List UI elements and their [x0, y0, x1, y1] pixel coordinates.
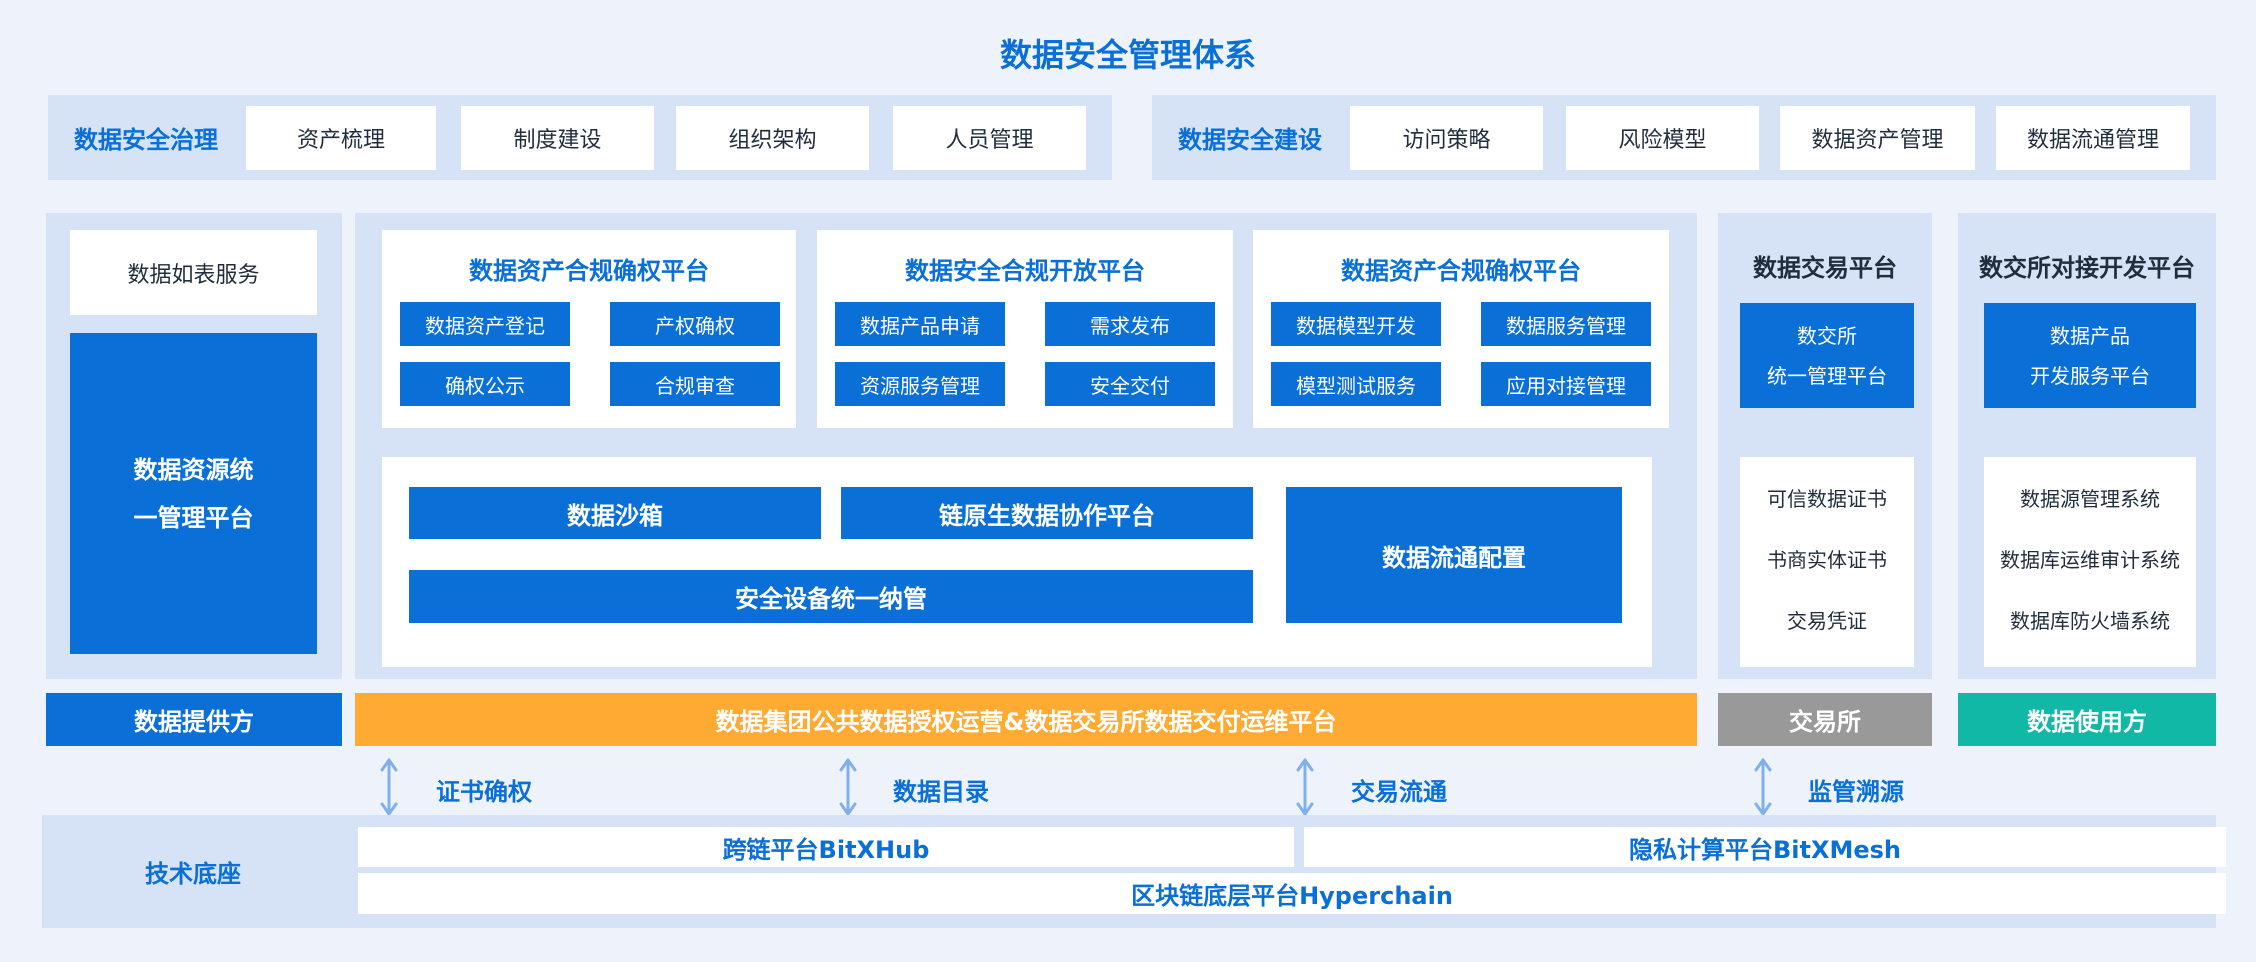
dev-system-item: 数据库防火墙系统 — [2010, 608, 2170, 633]
exchange-platform-box: 数交所 统一管理平台 — [1740, 303, 1914, 408]
platform-title: 数据资产合规确权平台 — [469, 256, 709, 285]
exchange-cert-item: 交易凭证 — [1787, 608, 1867, 633]
governance-label: 数据安全治理 — [74, 126, 218, 154]
construction-item: 风险模型 — [1566, 106, 1759, 170]
construction-panel: 数据安全建设 访问策略 风险模型 数据资产管理 数据流通管理 — [1152, 95, 2216, 180]
dev-title: 数交所对接开发平台 — [1979, 253, 2195, 282]
platform-item: 数据模型开发 — [1271, 302, 1441, 346]
user-footer: 数据使用方 — [1958, 693, 2216, 746]
platform-item: 合规审查 — [610, 362, 780, 406]
governance-panel: 数据安全治理 资产梳理 制度建设 组织架构 人员管理 — [48, 95, 1112, 180]
platform-item: 应用对接管理 — [1481, 362, 1651, 406]
resource-platform-box: 数据资源统 一管理平台 — [70, 333, 317, 654]
platform-title: 数据资产合规确权平台 — [1341, 256, 1581, 285]
device-mgmt-box: 安全设备统一纳管 — [409, 570, 1253, 623]
dev-system-item: 数据库运维审计系统 — [2000, 547, 2180, 572]
link-label: 数据目录 — [893, 778, 989, 806]
construction-item: 访问策略 — [1350, 106, 1543, 170]
double-arrow-icon — [1294, 758, 1316, 820]
double-arrow-icon — [837, 758, 859, 820]
platform-card: 数据安全合规开放平台 数据产品申请 需求发布 资源服务管理 安全交付 — [817, 230, 1233, 428]
platform-item: 资源服务管理 — [835, 362, 1005, 406]
collab-area: 数据沙箱 链原生数据协作平台 安全设备统一纳管 数据流通配置 — [382, 457, 1652, 667]
link-label: 监管溯源 — [1808, 778, 1904, 806]
dev-system-item: 数据源管理系统 — [2020, 486, 2160, 511]
platform-item: 产权确权 — [610, 302, 780, 346]
resource-platform-line: 数据资源统 — [133, 455, 254, 484]
exchange-certs-box: 可信数据证书 书商实体证书 交易凭证 — [1740, 457, 1914, 667]
platform-item: 确权公示 — [400, 362, 570, 406]
platform-item: 数据产品申请 — [835, 302, 1005, 346]
center-panel: 数据资产合规确权平台 数据资产登记 产权确权 确权公示 合规审查 数据安全合规开… — [355, 213, 1697, 679]
governance-item: 人员管理 — [893, 106, 1086, 170]
chain-collab-box: 链原生数据协作平台 — [841, 487, 1253, 539]
dev-box-line: 开发服务平台 — [2030, 363, 2150, 388]
tech-base-panel: 技术底座 跨链平台BitXHub 隐私计算平台BitXMesh 区块链底层平台H… — [42, 815, 2226, 928]
double-arrow-icon — [378, 758, 400, 820]
construction-label: 数据安全建设 — [1178, 126, 1322, 154]
exchange-cert-item: 可信数据证书 — [1767, 486, 1887, 511]
governance-item: 资产梳理 — [246, 106, 436, 170]
exchange-footer: 交易所 — [1718, 693, 1932, 746]
dev-box-line: 数据产品 — [2050, 323, 2130, 348]
governance-item: 制度建设 — [461, 106, 654, 170]
tech-base-label: 技术底座 — [145, 860, 241, 888]
link-label: 证书确权 — [436, 778, 532, 806]
flow-config-box: 数据流通配置 — [1286, 487, 1622, 623]
dev-platform-box: 数据产品 开发服务平台 — [1984, 303, 2196, 408]
exchange-box-line: 数交所 — [1797, 323, 1857, 348]
sandbox-box: 数据沙箱 — [409, 487, 821, 539]
platform-item: 需求发布 — [1045, 302, 1215, 346]
platform-title: 数据安全合规开放平台 — [905, 256, 1145, 285]
provider-footer: 数据提供方 — [46, 693, 342, 746]
resource-platform-line: 一管理平台 — [133, 503, 254, 532]
platform-card: 数据资产合规确权平台 数据资产登记 产权确权 确权公示 合规审查 — [382, 230, 796, 428]
platform-item: 模型测试服务 — [1271, 362, 1441, 406]
page-title: 数据安全管理体系 — [999, 36, 1256, 74]
dev-systems-box: 数据源管理系统 数据库运维审计系统 数据库防火墙系统 — [1984, 457, 2196, 667]
exchange-title: 数据交易平台 — [1753, 253, 1897, 282]
double-arrow-icon — [1752, 758, 1774, 820]
platform-item: 安全交付 — [1045, 362, 1215, 406]
construction-item: 数据资产管理 — [1780, 106, 1975, 170]
construction-item: 数据流通管理 — [1996, 106, 2190, 170]
operations-platform-bar: 数据集团公共数据授权运营&数据交易所数据交付运维平台 — [355, 693, 1697, 746]
exchange-box-line: 统一管理平台 — [1767, 363, 1887, 388]
platform-item: 数据资产登记 — [400, 302, 570, 346]
provider-panel: 数据如表服务 数据资源统 一管理平台 — [46, 213, 342, 679]
table-service-box: 数据如表服务 — [70, 230, 317, 315]
bitxhub-box: 跨链平台BitXHub — [358, 827, 1294, 867]
link-label: 交易流通 — [1351, 778, 1447, 806]
platform-card: 数据资产合规确权平台 数据模型开发 数据服务管理 模型测试服务 应用对接管理 — [1253, 230, 1669, 428]
platform-item: 数据服务管理 — [1481, 302, 1651, 346]
bitxmesh-box: 隐私计算平台BitXMesh — [1304, 827, 2226, 867]
hyperchain-box: 区块链底层平台Hyperchain — [358, 873, 2226, 914]
governance-item: 组织架构 — [676, 106, 869, 170]
exchange-cert-item: 书商实体证书 — [1767, 547, 1887, 572]
dev-panel: 数交所对接开发平台 数据产品 开发服务平台 数据源管理系统 数据库运维审计系统 … — [1958, 213, 2216, 679]
exchange-panel: 数据交易平台 数交所 统一管理平台 可信数据证书 书商实体证书 交易凭证 — [1718, 213, 1932, 679]
